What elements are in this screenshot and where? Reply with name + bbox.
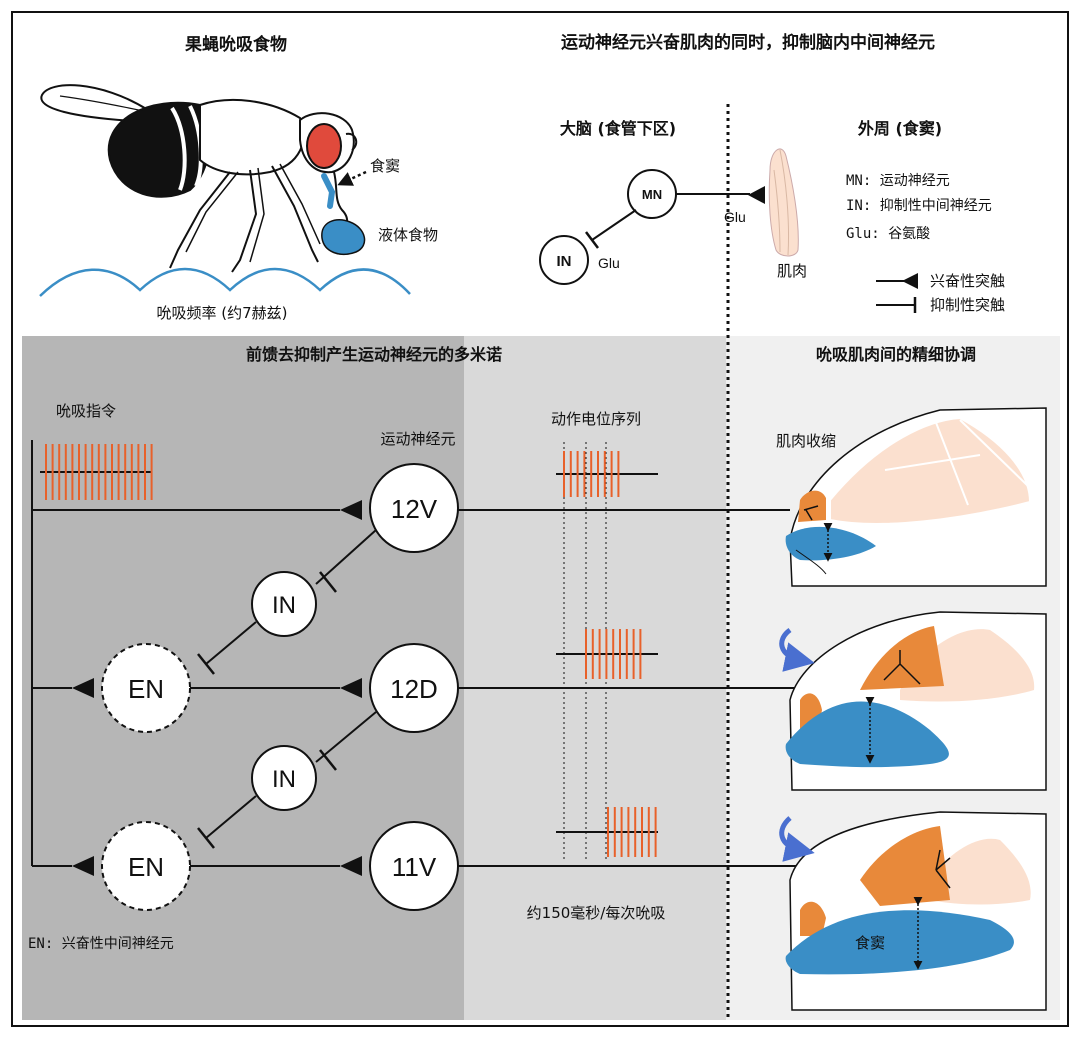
legend-glu: Glu: 谷氨酸 — [846, 226, 930, 242]
mn-excitatory-synapse — [748, 186, 765, 204]
en-legend: EN: 兴奋性中间神经元 — [28, 936, 174, 952]
fly-panel-title: 果蝇吮吸食物 — [185, 34, 287, 55]
glu-in-label: Glu — [598, 255, 620, 271]
muscle-state-2 — [779, 611, 1047, 791]
legend-mn: MN: 运动神经元 — [846, 173, 950, 189]
command-spike-train — [40, 444, 153, 500]
liquid-food-label: 液体食物 — [378, 226, 438, 244]
synapse-en1-trunk — [72, 678, 94, 698]
node-11v-label: 11V — [392, 852, 437, 882]
muscle-state-3 — [779, 811, 1047, 1011]
fly-illustration — [39, 84, 411, 297]
legend-excitatory-symbol — [902, 273, 918, 289]
synapse-12d — [340, 678, 362, 698]
command-label: 吮吸指令 — [56, 402, 116, 420]
synapse-11v — [340, 856, 362, 876]
sinus-fluid — [321, 173, 336, 209]
synapse-12v-in1 — [319, 571, 337, 593]
synapse-12d-in2 — [319, 749, 337, 771]
panel-spike-train — [464, 336, 726, 1020]
node-in-2 — [251, 745, 317, 811]
periphery-label: 外周 (食窦) — [857, 119, 942, 138]
in-node-top — [539, 235, 589, 285]
spike-train-12v — [556, 451, 658, 497]
node-12d-label: 12D — [390, 674, 438, 704]
synapse-en2-trunk — [72, 856, 94, 876]
feedforward-title: 前馈去抑制产生运动神经元的多米诺 — [246, 345, 502, 364]
synapse-in2-en2 — [197, 827, 215, 849]
suction-frequency-label: 吮吸频率 (约7赫兹) — [156, 304, 287, 322]
muscle-contraction-label: 肌肉收缩 — [776, 432, 836, 450]
fly-eye — [306, 123, 342, 169]
spike-train-11v — [556, 807, 658, 857]
spike-train-12d — [556, 629, 658, 679]
fly-wing — [40, 84, 152, 124]
node-in-1-label: IN — [272, 592, 296, 619]
legend-in: IN: 抑制性中间神经元 — [846, 198, 992, 214]
legend-inhibitory: 抑制性突触 — [930, 296, 1005, 314]
mn-in-inhibitory-synapse — [585, 231, 599, 249]
node-en-1-label: EN — [128, 674, 164, 704]
motor-neurons-label: 运动神经元 — [380, 430, 455, 448]
brain-label: 大脑 (食管下区) — [560, 119, 676, 138]
node-in-1 — [251, 571, 317, 637]
synapse-in1-en1 — [197, 653, 215, 675]
synapse-12v — [340, 500, 362, 520]
glu-muscle-label: Glu — [724, 209, 746, 225]
node-12v-label: 12V — [391, 494, 438, 524]
muscle-label: 肌肉 — [777, 262, 807, 280]
fly-thorax — [199, 98, 305, 176]
mn-node-label: MN — [642, 187, 662, 202]
fly-sinus-label: 食窦 — [370, 157, 400, 175]
suction-wave — [39, 267, 411, 297]
sinus-pointer-arrow — [337, 170, 367, 186]
legend-excitatory: 兴奋性突触 — [930, 272, 1005, 290]
in-node-top-label: IN — [557, 253, 572, 270]
top-right-title: 运动神经元兴奋肌肉的同时，抑制脑内中间神经元 — [561, 32, 935, 53]
rotation-arrow-2 — [779, 816, 815, 862]
muscle-state-1 — [785, 407, 1047, 587]
sinus-label: 食窦 — [855, 934, 885, 952]
spike-train-label: 动作电位序列 — [551, 410, 641, 428]
node-in-2-label: IN — [272, 766, 296, 793]
node-12v — [369, 463, 459, 553]
muscle-coordination-title: 吮吸肌肉间的精细协调 — [816, 345, 976, 364]
duration-label: 约150毫秒/每次吮吸 — [527, 904, 666, 922]
muscle-fiber-illustration — [768, 148, 799, 257]
node-en-2-label: EN — [128, 852, 164, 882]
liquid-food-drop — [321, 218, 366, 256]
rotation-arrow-1 — [779, 627, 815, 672]
